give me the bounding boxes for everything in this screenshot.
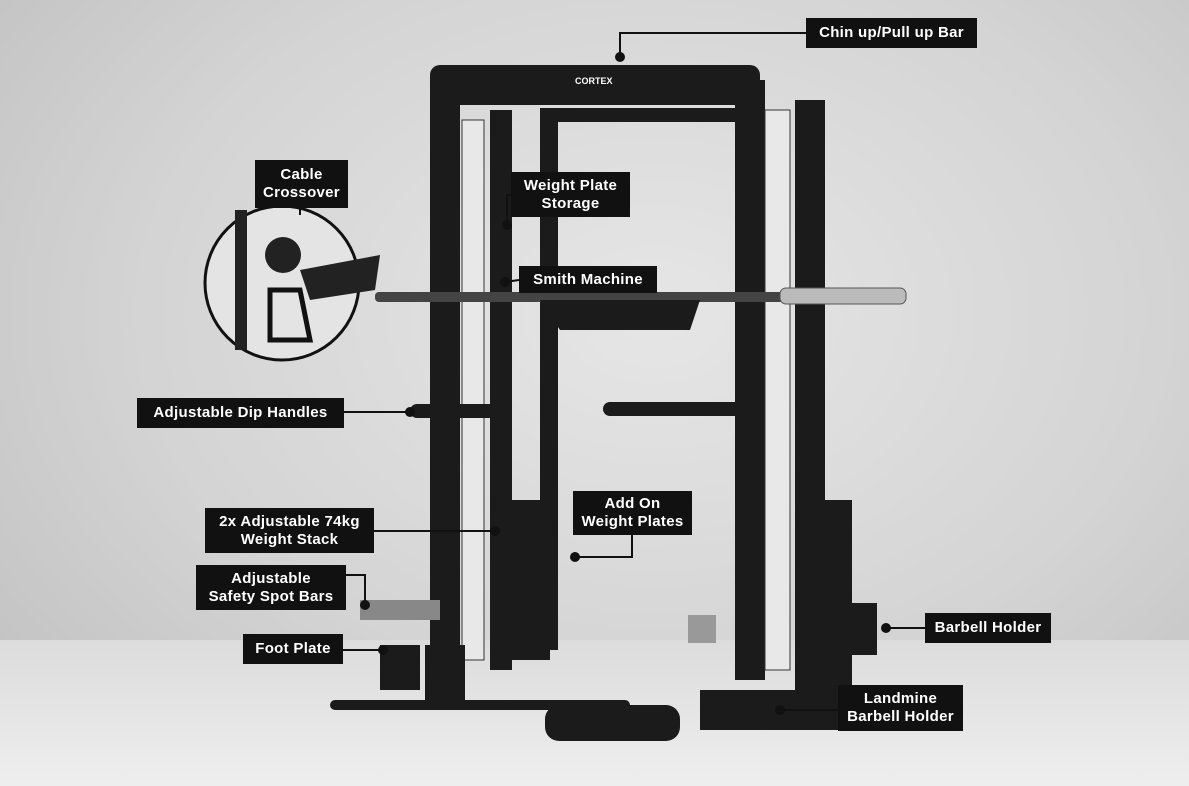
- label-text: Weight Stack: [240, 530, 339, 548]
- label-text: Barbell Holder: [934, 619, 1042, 636]
- brand-logo: CORTEX: [575, 76, 613, 86]
- label-text: Landmine: [863, 690, 938, 707]
- label-text: Adjustable: [231, 569, 311, 587]
- label-text: Cable: [280, 166, 323, 183]
- label-text: Add On: [604, 495, 661, 512]
- right-front-upright: [735, 80, 765, 680]
- label-text: Chin up/Pull up Bar: [819, 24, 964, 41]
- label-text: Safety Spot Bars: [208, 587, 334, 605]
- weight-stack-right: [797, 500, 852, 710]
- label-dip-handles: Adjustable Dip Handles: [137, 398, 344, 428]
- label-foot-plate: Foot Plate: [243, 634, 343, 664]
- label-text: Weight Plate: [523, 176, 618, 194]
- label-barbell-holder: Barbell Holder: [925, 613, 1051, 643]
- left-front-upright: [430, 90, 460, 680]
- weight-stack-left: [495, 500, 550, 660]
- label-text: 2x Adjustable 74kg: [219, 512, 360, 530]
- label-text: Storage: [541, 194, 600, 212]
- barbell-holder-peg: [852, 603, 877, 655]
- top-crossbar: [430, 65, 760, 105]
- label-smith-machine: Smith Machine: [519, 266, 657, 293]
- label-text: Weight Plates: [581, 513, 684, 530]
- label-chin-up-bar: Chin up/Pull up Bar: [806, 18, 977, 48]
- label-text: Foot Plate: [255, 640, 331, 657]
- label-text: Crossover: [263, 184, 340, 201]
- label-text: Adjustable Dip Handles: [153, 404, 328, 421]
- label-text: Smith Machine: [533, 270, 643, 288]
- label-text: Barbell Holder: [847, 708, 954, 725]
